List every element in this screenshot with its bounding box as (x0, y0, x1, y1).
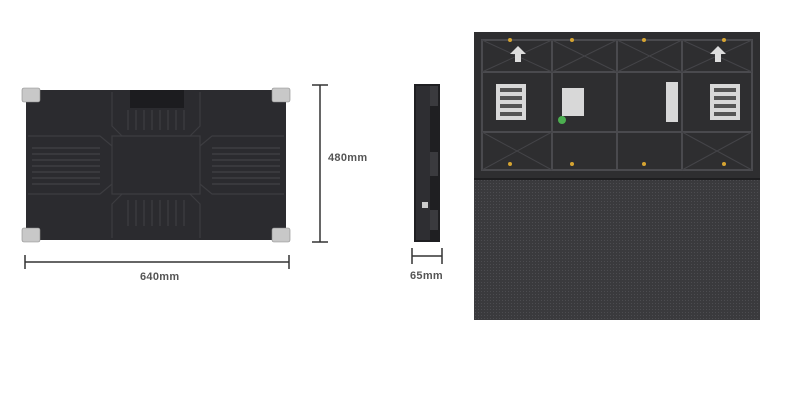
rear-view-cabinet (20, 86, 292, 246)
width-dimension-line (24, 254, 290, 270)
front-view-cabinet (474, 32, 760, 322)
cabinet-back-illustration (21, 87, 291, 243)
height-dimension-line (310, 84, 330, 244)
height-label: 480mm (328, 152, 368, 164)
depth-label: 65mm (410, 270, 443, 282)
width-label: 640mm (140, 271, 180, 283)
side-view-cabinet (412, 82, 442, 246)
depth-dimension-line (411, 247, 443, 265)
